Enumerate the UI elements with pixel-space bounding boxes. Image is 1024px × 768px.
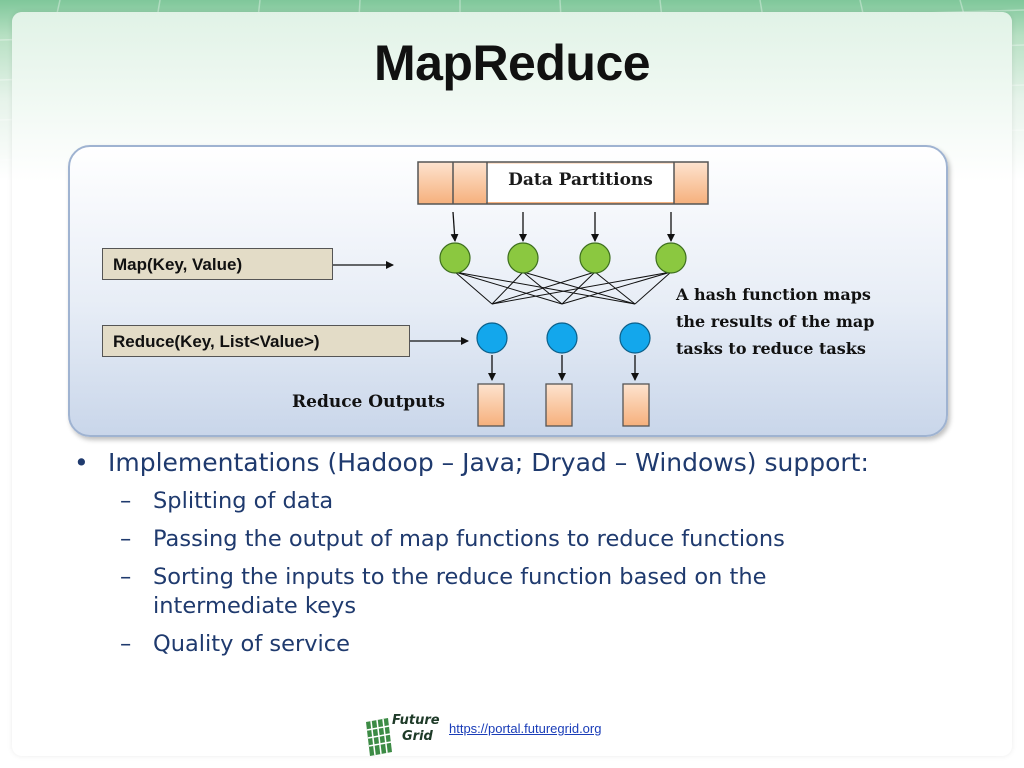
reduce-function-label: Reduce(Key, List<Value>) (113, 332, 320, 351)
map-node (655, 242, 687, 274)
logo-text-line1: Future (392, 713, 440, 728)
sub-bullet-item: – Quality of service (120, 630, 970, 659)
sub-bullet-text: intermediate keys (153, 593, 357, 619)
reduce-outputs (477, 383, 650, 427)
data-partitions-label: Data Partitions (508, 170, 653, 190)
partition-label-bg (486, 164, 674, 202)
function-arrows (333, 261, 469, 345)
sub-bullet-item: – Sorting the inputs to the reduce funct… (120, 563, 970, 621)
sub-bullet-dash: – (120, 564, 132, 590)
sub-bullet-dash: – (120, 488, 132, 514)
reduce-outputs-label: Reduce Outputs (292, 392, 445, 412)
sub-bullet-text: Quality of service (153, 631, 350, 657)
map-function-box: Map(Key, Value) (102, 248, 333, 280)
output-box (545, 383, 573, 427)
map-nodes (439, 242, 687, 274)
hash-note-line: A hash function maps (676, 285, 871, 304)
sub-bullet-item: – Passing the output of map functions to… (120, 525, 970, 554)
bullet-text: Implementations (Hadoop – Java; Dryad – … (108, 448, 869, 477)
reduce-function-box: Reduce(Key, List<Value>) (102, 325, 410, 357)
data-partitions (417, 161, 709, 205)
reduce-node (546, 322, 578, 354)
sub-bullet-dash: – (120, 631, 132, 657)
map-function-label: Map(Key, Value) (113, 255, 243, 274)
reduce-node (476, 322, 508, 354)
sub-bullet-list: – Splitting of data – Passing the output… (70, 487, 970, 659)
futuregrid-logo: Future Grid (366, 713, 440, 756)
logo-text-line2: Grid (402, 729, 434, 744)
sub-bullet-item: – Splitting of data (120, 487, 970, 516)
bullet-item: • Implementations (Hadoop – Java; Dryad … (70, 447, 970, 478)
map-node (507, 242, 539, 274)
hash-note-line: the results of the map (676, 312, 875, 331)
map-node (579, 242, 611, 274)
bullet-dot: • (74, 448, 89, 477)
reduce-nodes (476, 322, 651, 354)
bullet-list: • Implementations (Hadoop – Java; Dryad … (70, 447, 970, 668)
reduce-node (619, 322, 651, 354)
sub-bullet-text: Splitting of data (153, 488, 334, 514)
partition-to-map-arrows (450, 211, 675, 242)
map-node (439, 242, 471, 274)
arrow (450, 211, 459, 242)
logo-grid-icon (366, 718, 392, 756)
hash-function-note: A hash function maps the results of the … (676, 281, 926, 362)
sub-bullet-text: Passing the output of map functions to r… (153, 526, 785, 552)
output-box (477, 383, 505, 427)
shuffle-lines (454, 271, 672, 305)
sub-bullet-text: Sorting the inputs to the reduce functio… (153, 564, 767, 590)
output-box (622, 383, 650, 427)
reduce-to-output-arrows (488, 355, 639, 381)
footer-link[interactable]: https://portal.futuregrid.org (449, 721, 602, 736)
slide-title: MapReduce (373, 35, 651, 91)
sub-bullet-dash: – (120, 526, 132, 552)
hash-note-line: tasks to reduce tasks (676, 339, 866, 358)
